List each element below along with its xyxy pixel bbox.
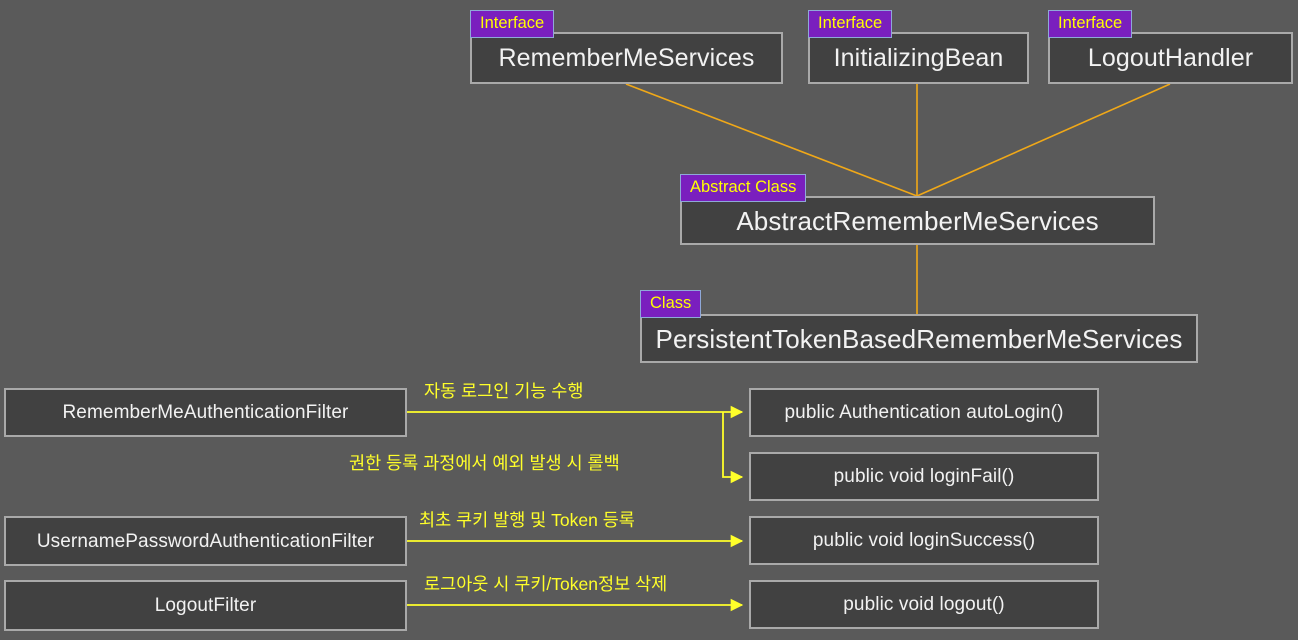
node-filter-remembermeauthenticationfilter[interactable]: RememberMeAuthenticationFilter (4, 388, 407, 437)
badge-interface-logouthandler: Interface (1048, 10, 1133, 38)
node-label: public Authentication autoLogin() (784, 402, 1064, 423)
node-method-logout[interactable]: public void logout() (749, 580, 1099, 629)
node-label: AbstractRememberMeServices (736, 205, 1099, 236)
edge-label-autologin: 자동 로그인 기능 수행 (424, 381, 584, 401)
flow-edge-loginfail (722, 412, 744, 484)
node-label: public void loginFail() (833, 466, 1015, 487)
node-filter-logoutfilter[interactable]: LogoutFilter (4, 580, 407, 631)
node-method-loginfail[interactable]: public void loginFail() (749, 452, 1099, 501)
badge-interface-remembermeservices: Interface (470, 10, 555, 38)
node-method-autologin[interactable]: public Authentication autoLogin() (749, 388, 1099, 437)
node-label: RememberMeServices (498, 43, 755, 72)
node-label: PersistentTokenBasedRememberMeServices (655, 323, 1183, 354)
badge-class: Class (640, 290, 702, 318)
node-label: RememberMeAuthenticationFilter (62, 402, 349, 423)
node-method-loginsuccess[interactable]: public void loginSuccess() (749, 516, 1099, 565)
edge-label-logout: 로그아웃 시 쿠키/Token정보 삭제 (424, 574, 668, 594)
node-interface-logouthandler[interactable]: LogoutHandler (1048, 32, 1293, 84)
edge-label-loginsuccess: 최초 쿠키 발행 및 Token 등록 (419, 510, 635, 530)
node-label: public void loginSuccess() (812, 530, 1036, 551)
badge-abstract-class: Abstract Class (680, 174, 807, 202)
badge-interface-initializingbean: Interface (808, 10, 893, 38)
node-label: InitializingBean (833, 43, 1004, 72)
node-interface-remembermeservices[interactable]: RememberMeServices (470, 32, 783, 84)
node-label: public void logout() (843, 594, 1005, 615)
node-label: LogoutHandler (1087, 43, 1254, 72)
node-label: LogoutFilter (154, 595, 257, 616)
node-persistent-token-based-rememberme-services[interactable]: PersistentTokenBasedRememberMeServices (640, 314, 1198, 363)
node-label: UsernamePasswordAuthenticationFilter (36, 530, 375, 552)
node-filter-usernamepasswordauthenticationfilter[interactable]: UsernamePasswordAuthenticationFilter (4, 516, 407, 566)
node-abstract-rememberme-services[interactable]: AbstractRememberMeServices (680, 196, 1155, 245)
edge-label-loginfail: 권한 등록 과정에서 예외 발생 시 롤백 (349, 453, 620, 473)
node-interface-initializingbean[interactable]: InitializingBean (808, 32, 1029, 84)
